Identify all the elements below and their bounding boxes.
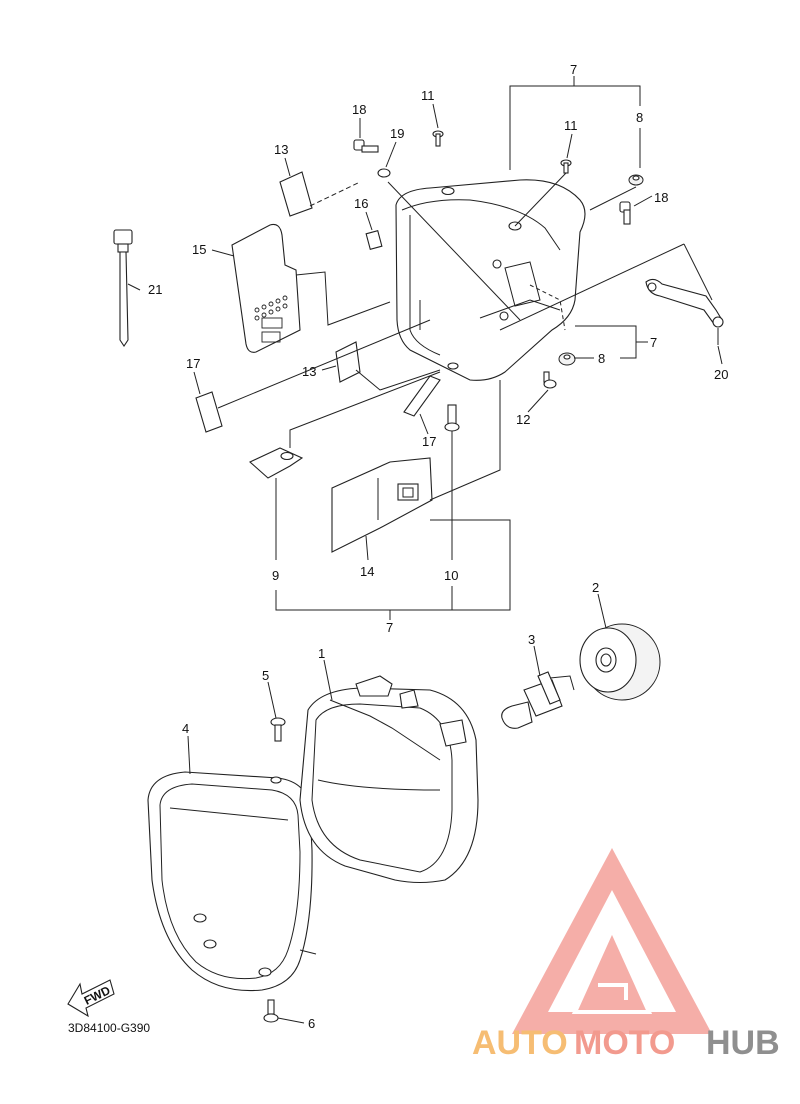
callout-labels: 7 8 11 11 18 19 13 16 18 15 21 7 8 17 13… bbox=[148, 62, 728, 1031]
callout-18-right: 18 bbox=[654, 190, 668, 205]
screw-11-right bbox=[514, 159, 572, 227]
callout-17-right: 17 bbox=[422, 434, 436, 449]
callout-11-top: 11 bbox=[421, 88, 435, 103]
sticker-17-left bbox=[195, 319, 431, 433]
rubber-cover-2 bbox=[579, 623, 661, 701]
watermark-moto: MOTO bbox=[574, 1024, 675, 1062]
bulb-3 bbox=[501, 671, 575, 729]
callout-13-top: 13 bbox=[274, 142, 288, 157]
headlight-rim-4 bbox=[147, 771, 317, 992]
sticker-13-top bbox=[279, 171, 361, 217]
callout-13-lower: 13 bbox=[302, 364, 316, 379]
callout-5: 5 bbox=[262, 668, 269, 683]
callout-7-bottom: 7 bbox=[386, 620, 393, 635]
callout-16: 16 bbox=[354, 196, 368, 211]
callout-1: 1 bbox=[318, 646, 325, 661]
callout-7-right: 7 bbox=[650, 335, 657, 350]
screw-12 bbox=[543, 371, 557, 389]
callout-20: 20 bbox=[714, 367, 728, 382]
callout-11-right: 11 bbox=[564, 118, 578, 133]
watermark-logo bbox=[512, 848, 712, 1034]
screw-6 bbox=[263, 999, 279, 1023]
callout-8-right: 8 bbox=[598, 351, 605, 366]
callout-2: 2 bbox=[592, 580, 599, 595]
callout-18-left: 18 bbox=[352, 102, 366, 117]
callout-6: 6 bbox=[308, 1016, 315, 1031]
callout-14: 14 bbox=[360, 564, 374, 579]
callout-21: 21 bbox=[148, 282, 162, 297]
callout-4: 4 bbox=[182, 721, 189, 736]
grommet-8-top bbox=[589, 174, 644, 211]
callout-12: 12 bbox=[516, 412, 530, 427]
grommet-8-right bbox=[558, 352, 576, 366]
callout-7-top: 7 bbox=[570, 62, 577, 77]
bolt-18-left bbox=[353, 139, 379, 153]
watermark-text: AUTO MOTO HUB bbox=[472, 1024, 780, 1062]
callout-15: 15 bbox=[192, 242, 206, 257]
callout-3: 3 bbox=[528, 632, 535, 647]
bracket-plate-9 bbox=[249, 371, 441, 560]
screw-11-top bbox=[432, 130, 444, 147]
washer-19 bbox=[377, 168, 391, 178]
cable-tie-21 bbox=[113, 229, 133, 347]
callout-17-left: 17 bbox=[186, 356, 200, 371]
part-code: 3D84100-G390 bbox=[68, 1021, 150, 1035]
screw-5 bbox=[270, 717, 286, 742]
fwd-arrow-icon: FWD bbox=[67, 979, 115, 1018]
bolt-18-right bbox=[619, 201, 631, 225]
callout-8-top: 8 bbox=[636, 110, 643, 125]
caution-label-14 bbox=[331, 380, 501, 553]
caution-label-15 bbox=[231, 223, 391, 353]
watermark-hub: HUB bbox=[706, 1024, 780, 1062]
headlight-housing-bracket bbox=[387, 179, 586, 381]
watermark-auto: AUTO bbox=[472, 1024, 568, 1062]
leader-lines bbox=[127, 103, 723, 1024]
headlight-unit-1 bbox=[299, 675, 479, 884]
callout-9: 9 bbox=[272, 568, 279, 583]
bolt-10 bbox=[444, 404, 460, 560]
callout-19: 19 bbox=[390, 126, 404, 141]
sticker-17-right bbox=[403, 375, 441, 417]
callout-7-frames bbox=[275, 76, 648, 620]
stay-20 bbox=[499, 243, 724, 345]
callout-10: 10 bbox=[444, 568, 458, 583]
sticker-16 bbox=[365, 230, 383, 250]
